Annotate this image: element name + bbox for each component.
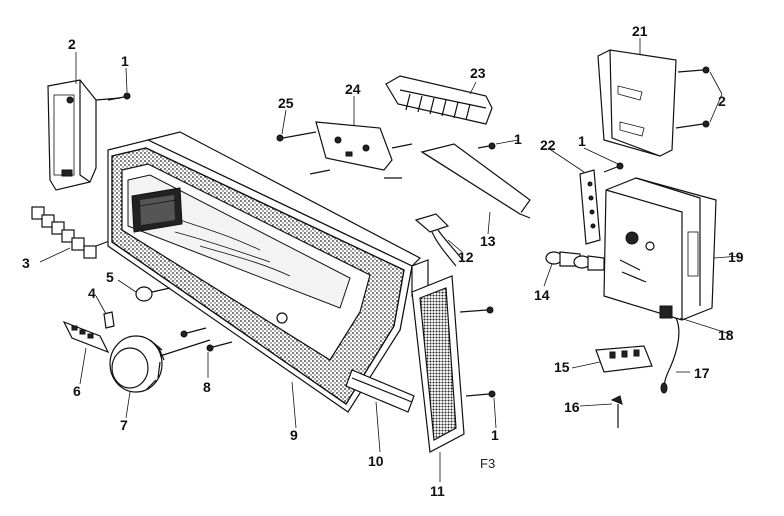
control-panel-part: [107, 131, 429, 413]
terminal-strip-part: [579, 169, 601, 245]
switch-bar-part: [62, 320, 110, 354]
callout-1-mid: 1: [514, 131, 522, 147]
rotary-knob-part: [109, 335, 211, 393]
callout-1-bottom: 1: [491, 427, 499, 443]
screw-part: [675, 66, 710, 129]
callout-19: 19: [728, 249, 744, 265]
callout-17: 17: [694, 365, 710, 381]
callout-25: 25: [278, 95, 294, 111]
connector-block-part: [385, 75, 493, 125]
push-buttons-part: [31, 206, 113, 259]
trim-strip-part: [345, 369, 415, 413]
callout-23: 23: [470, 65, 486, 81]
callout-6: 6: [73, 383, 81, 399]
plug-button-part: [135, 286, 171, 302]
callout-11: 11: [430, 483, 445, 499]
callout-2-left: 2: [68, 36, 76, 52]
callout-9: 9: [290, 427, 298, 443]
clip-part: [103, 311, 115, 329]
cover-part: [597, 49, 677, 157]
screw-part: [276, 131, 317, 142]
callout-1-topleft: 1: [121, 53, 129, 69]
callout-2-right: 2: [718, 93, 726, 109]
callout-1-right: 1: [578, 133, 586, 149]
bracket-plate-part: [309, 121, 413, 179]
callout-7: 7: [120, 417, 128, 433]
screw-part: [477, 142, 496, 150]
callout-8: 8: [203, 379, 211, 395]
screw-part: [603, 162, 624, 173]
callout-18: 18: [718, 327, 734, 343]
callout-3: 3: [22, 255, 30, 271]
side-bracket-part: [47, 79, 121, 191]
callout-14: 14: [534, 287, 550, 303]
lamp-socket-part: [545, 251, 605, 271]
terminal-lead-part: [610, 395, 623, 428]
callout-21: 21: [632, 23, 648, 39]
callout-15: 15: [554, 359, 570, 375]
side-grille-part: [411, 275, 465, 453]
callout-24: 24: [345, 81, 361, 97]
callout-10: 10: [368, 453, 384, 469]
callout-5: 5: [106, 269, 114, 285]
screw-part: [107, 92, 131, 101]
wire-lead-part: [660, 317, 680, 394]
callout-13: 13: [480, 233, 496, 249]
callout-12: 12: [458, 249, 474, 265]
screw-part: [459, 306, 496, 398]
figure-reference: F3: [480, 456, 495, 471]
timer-module-part: [603, 177, 717, 321]
screw-part: [180, 327, 233, 352]
callout-16: 16: [564, 399, 580, 415]
callout-labels: 2 1 3 4 5 6 7 8 9 10 11 12 13 14 15 16 1…: [22, 23, 744, 499]
callout-4: 4: [88, 285, 96, 301]
shield-plate-part: [420, 143, 531, 219]
leader-lines: [39, 38, 741, 482]
switch-block-part: [595, 345, 653, 373]
callout-22: 22: [540, 137, 556, 153]
wire-harness-part: [414, 213, 465, 267]
